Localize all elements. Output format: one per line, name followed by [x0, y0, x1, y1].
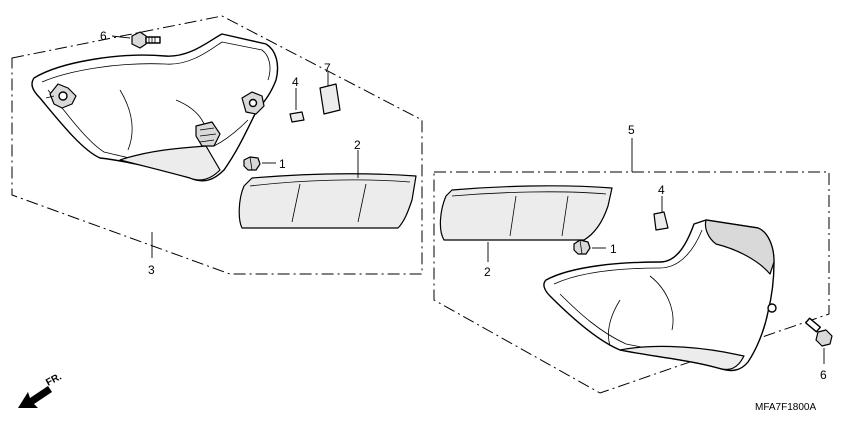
diagram-code: MFA7F1800A — [755, 402, 816, 413]
mount-hole-right — [767, 303, 777, 313]
side-panel-right — [439, 185, 613, 241]
right-side-cover — [543, 219, 777, 372]
callout-2-right: 2 — [484, 265, 491, 279]
pad-upper — [289, 111, 305, 123]
front-indicator-label: FR. — [44, 371, 64, 388]
callout-2-left: 2 — [354, 138, 361, 152]
callout-4-top: 4 — [292, 75, 299, 89]
bolt-upper — [131, 31, 161, 49]
callout-6-top: 6 — [100, 29, 107, 43]
side-panel-left — [238, 173, 417, 229]
left-side-cover — [31, 33, 279, 182]
grommet-right — [573, 239, 591, 255]
right-assembly-frame — [433, 171, 830, 394]
callout-7: 7 — [324, 61, 331, 75]
mounting-boss-upper — [241, 91, 265, 115]
callout-4-right: 4 — [658, 183, 665, 197]
front-direction-arrow-icon — [18, 386, 52, 408]
grommet-left — [243, 156, 261, 171]
pad-right — [653, 211, 669, 231]
callout-1-right: 1 — [610, 242, 617, 256]
leader-6-top — [111, 35, 131, 39]
label-plate — [319, 83, 341, 115]
callout-1-left: 1 — [279, 157, 286, 171]
callout-3: 3 — [148, 263, 155, 277]
bolt-lower — [805, 317, 833, 347]
clip-tab-lower — [195, 121, 221, 147]
callout-5: 5 — [628, 123, 635, 137]
callout-6-bottom: 6 — [820, 368, 827, 382]
grommet-mount-left — [45, 83, 77, 109]
left-assembly-frame — [11, 15, 423, 275]
